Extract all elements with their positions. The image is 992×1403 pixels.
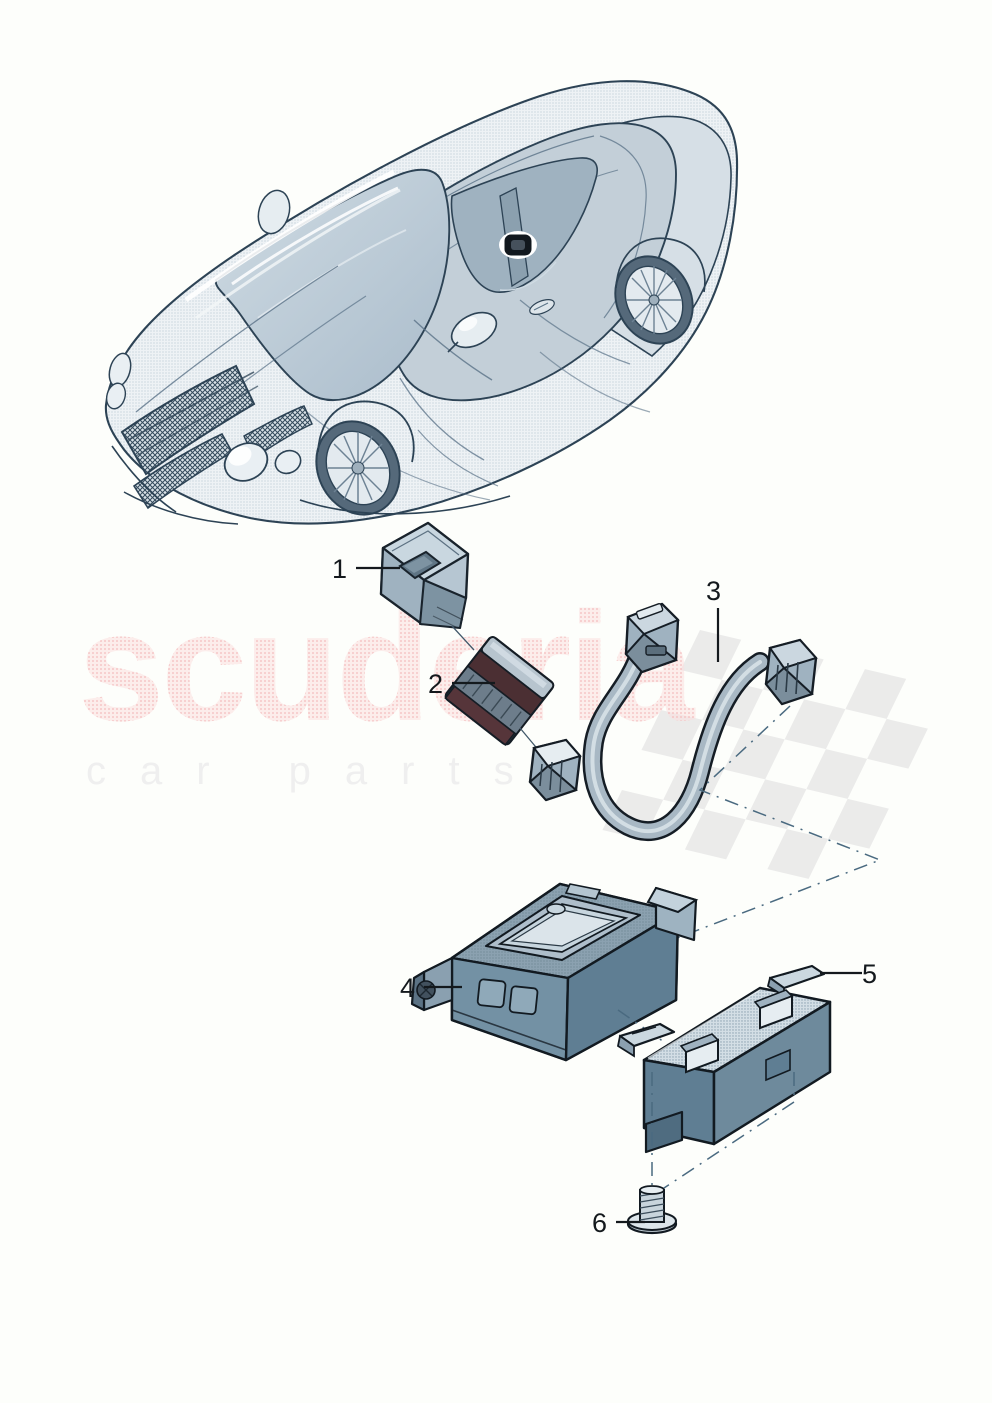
harness-connector-right [764, 638, 818, 706]
car-rear-wheel [614, 255, 694, 345]
watermark-sub-text: car parts [86, 749, 548, 793]
assembly-line-1-2 [451, 625, 475, 651]
camera-location-marker [499, 231, 537, 259]
callout-label-1: 1 [332, 554, 347, 584]
car-door-handle [529, 299, 555, 315]
car-headlights [105, 352, 302, 482]
vehicle-illustration [104, 80, 739, 525]
car-wing-mirror [447, 311, 498, 353]
callout-label-5: 5 [862, 959, 877, 989]
assembly-line-5-6 [651, 1072, 795, 1197]
car-grille [120, 364, 256, 476]
car-side-window [450, 157, 598, 293]
part-6-fixing-screw [626, 1185, 678, 1235]
callout-label-6: 6 [592, 1208, 607, 1238]
assembly-line-3-4 [619, 705, 883, 961]
car-lower-intake-right [243, 405, 313, 460]
part-3-connecting-wiring-harness [528, 602, 818, 842]
car-windscreen [214, 168, 451, 401]
callout-label-3: 3 [706, 576, 721, 606]
callout-label-4: 4 [400, 973, 415, 1003]
control-unit-right-boss [646, 886, 699, 942]
harness-connector-left [624, 602, 680, 674]
car-front-wheel [315, 420, 401, 516]
part-2-camera-module [444, 636, 555, 747]
control-unit-connector [410, 956, 454, 1012]
part-4-control-unit [410, 882, 699, 1062]
callout-label-2: 2 [428, 669, 443, 699]
car-wing-mirror-far [257, 189, 291, 235]
harness-plug-bottom [528, 738, 582, 802]
